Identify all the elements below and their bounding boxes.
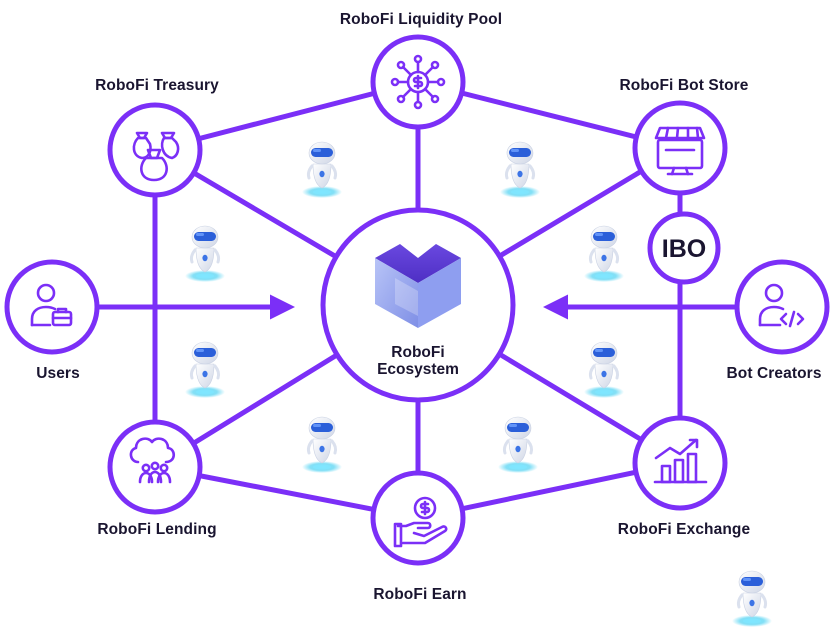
money-bags-icon xyxy=(132,131,180,182)
label-users: Users xyxy=(36,365,80,382)
label-exchange: RoboFi Exchange xyxy=(617,521,751,538)
label-treasury: RoboFi Treasury xyxy=(95,77,219,94)
node-earn xyxy=(370,470,466,566)
center-label-line2: Ecosystem xyxy=(377,361,459,378)
label-earn: RoboFi Earn xyxy=(373,586,467,603)
robot-mascot xyxy=(302,416,342,473)
node-ibo xyxy=(647,211,721,285)
growth-chart-icon xyxy=(653,438,708,484)
user-briefcase-icon xyxy=(30,283,73,327)
robot-mascot xyxy=(302,141,342,198)
store-icon xyxy=(654,126,706,176)
hand-coin-icon xyxy=(393,496,448,548)
label-bot-creators: Bot Creators xyxy=(726,365,822,382)
robot-mascot xyxy=(732,570,772,627)
center-label: RoboFi Ecosystem xyxy=(377,344,459,378)
label-bot-store: RoboFi Bot Store xyxy=(619,77,749,94)
robofi-logo-icon xyxy=(375,244,461,328)
developer-icon xyxy=(758,283,805,328)
node-bot-store xyxy=(632,100,728,196)
label-liquidity-pool: RoboFi Liquidity Pool xyxy=(339,11,503,28)
robot-mascot xyxy=(185,225,225,282)
robot-mascot xyxy=(584,341,624,398)
node-exchange xyxy=(632,415,728,511)
ibo-label: IBO xyxy=(662,235,706,263)
center-label-line1: RoboFi xyxy=(391,344,445,361)
cloud-people-icon xyxy=(129,437,176,484)
robots xyxy=(185,141,772,627)
robot-mascot xyxy=(500,141,540,198)
center-node xyxy=(320,207,516,403)
node-lending xyxy=(107,419,203,515)
label-lending: RoboFi Lending xyxy=(97,521,217,538)
robot-mascot xyxy=(498,416,538,473)
robot-mascot xyxy=(584,225,624,282)
liquidity-network-icon xyxy=(390,54,446,110)
robot-mascot xyxy=(185,341,225,398)
node-bot-creators xyxy=(734,259,830,355)
